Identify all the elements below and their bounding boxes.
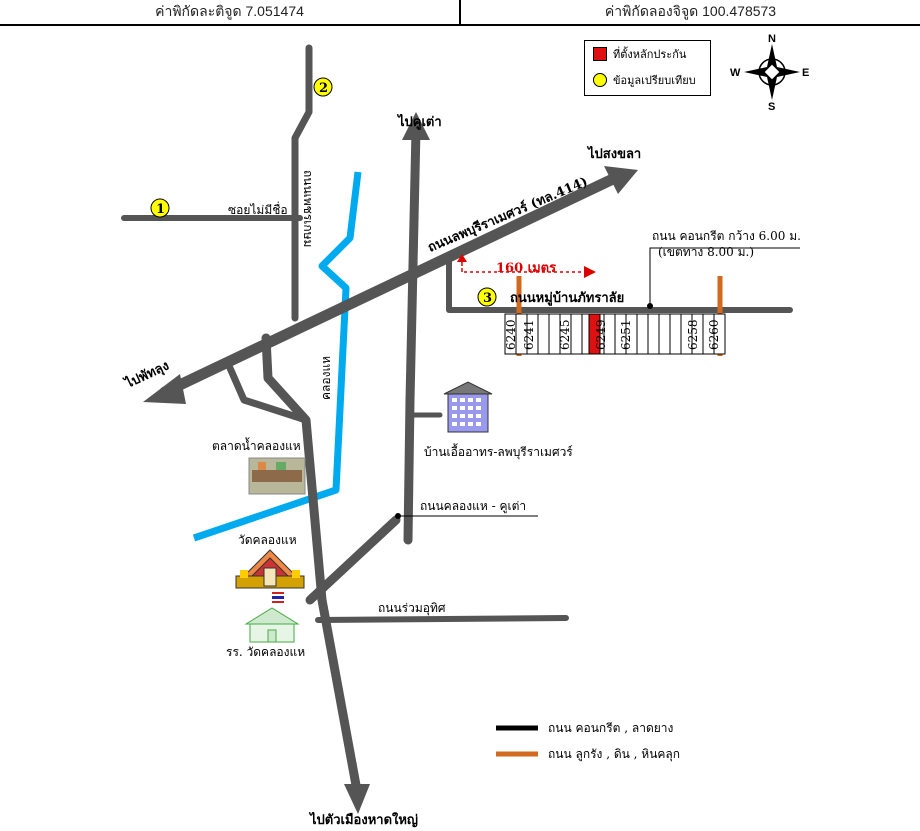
road-market-loop	[226, 364, 310, 424]
arrow-to-kootao	[402, 112, 430, 140]
road-to-kootao	[403, 125, 421, 545]
label-to-kootao: ไปคูเต่า	[396, 113, 442, 130]
label-petchkasem: ถนนเพชรเกษม	[301, 170, 315, 247]
label-to-hatyai: ไปตัวเมืองหาดใหญ่	[308, 811, 418, 828]
plot-label-6249: 6249	[594, 319, 608, 350]
label-ruam-uthit: ถนนร่วมอุทิศ	[378, 601, 446, 616]
arrow-to-songkhla	[604, 166, 638, 194]
compass-e: E	[802, 67, 809, 79]
school-icon	[244, 607, 300, 643]
distance-arrow	[461, 258, 596, 278]
label-soi-noname: ซอยไม่มีชื่อ	[228, 201, 288, 217]
legend-comparison-label: ข้อมูลเปรียบเทียบ	[613, 74, 696, 87]
distance-label: 160 เมตร	[496, 261, 556, 276]
marker-1: 1	[150, 198, 170, 218]
label-apartment: บ้านเอื้ออาทร-ลพบุรีราเมศวร์	[424, 443, 573, 460]
plot-strip: 6240 6241 6245 6249 6251 6258 6260	[504, 313, 726, 355]
latitude-value: ค่าพิกัดละติจูด 7.051474	[0, 0, 461, 24]
svg-text:3: 3	[483, 291, 492, 306]
plot-label-6241: 6241	[522, 319, 536, 350]
arrow-to-phatthalung	[143, 374, 186, 404]
arrow-to-hatyai	[344, 784, 370, 814]
compass-n: N	[768, 33, 776, 45]
plot-label-6258: 6258	[686, 319, 700, 350]
label-school: รร. วัดคลองแห	[226, 645, 305, 659]
road-note-1: ถนน คอนกรีต กว้าง 6.00 ม.	[652, 229, 801, 243]
road-kh-kt-diagonal	[305, 515, 401, 605]
apartment-building-icon	[443, 381, 493, 433]
plot-label-6260: 6260	[707, 319, 721, 350]
svg-text:2: 2	[319, 81, 328, 96]
road-network	[121, 44, 793, 801]
compass-icon: N S E W	[730, 33, 809, 113]
floating-market-image	[248, 457, 306, 495]
plot-label-6251: 6251	[619, 319, 633, 350]
distance-arrow-up	[457, 254, 467, 262]
label-main-road: ถนนลพบุรีราเมศวร์ (ทล.414)	[425, 174, 590, 256]
marker-2: 2	[313, 77, 333, 97]
longitude-value: ค่าพิกัดลองจิจูด 100.478573	[604, 3, 777, 19]
plot-label-6245: 6245	[558, 319, 572, 350]
svg-text:1: 1	[156, 202, 165, 217]
compass-s: S	[768, 101, 775, 113]
legend-subject-row: ที่ตั้งหลักประกัน	[585, 41, 710, 67]
red-square-icon	[593, 47, 607, 61]
road-village	[446, 257, 793, 313]
road-note-leader	[649, 247, 800, 306]
legend-laterite-label: ถนน ลูกรัง , ดิน , หินคลุก	[548, 747, 680, 762]
coordinate-header: ค่าพิกัดละติจูด 7.051474 ค่าพิกัดลองจิจู…	[0, 0, 920, 26]
subject-plot	[588, 313, 601, 355]
label-floating-market: ตลาดน้ำคลองแห	[212, 437, 301, 453]
label-kh-kt-road: ถนนคลองแห - คูเต่า	[420, 499, 526, 514]
road-petchkasem	[291, 44, 313, 322]
road-ruam-uthit	[315, 615, 569, 623]
road-main-414	[159, 172, 621, 398]
legend-comparison-row: ข้อมูลเปรียบเทียบ	[585, 67, 710, 93]
road-note-2: (เขตทาง 8.00 ม.)	[658, 245, 754, 259]
thai-flag-icon	[272, 592, 284, 603]
label-village-road: ถนนหมู่บ้านภัทราลัย	[510, 290, 624, 306]
label-to-songkhla: ไปสงขลา	[586, 145, 641, 162]
compass-w: W	[730, 67, 741, 79]
label-canal: คลองแห	[319, 356, 333, 400]
location-map: 6240 6241 6245 6249 6251 6258 6260 160 เ…	[121, 33, 810, 828]
legend-concrete-label: ถนน คอนกรีต , ลาดยาง	[548, 721, 673, 735]
label-temple: วัดคลองแห	[238, 533, 297, 547]
yellow-circle-icon	[593, 73, 607, 87]
plot-label-6240: 6240	[504, 319, 518, 350]
temple-icon	[235, 549, 305, 589]
map-legend: ที่ตั้งหลักประกัน ข้อมูลเปรียบเทียบ	[584, 40, 711, 96]
legend-subject-label: ที่ตั้งหลักประกัน	[613, 48, 687, 61]
marker-3: 3	[477, 287, 497, 307]
